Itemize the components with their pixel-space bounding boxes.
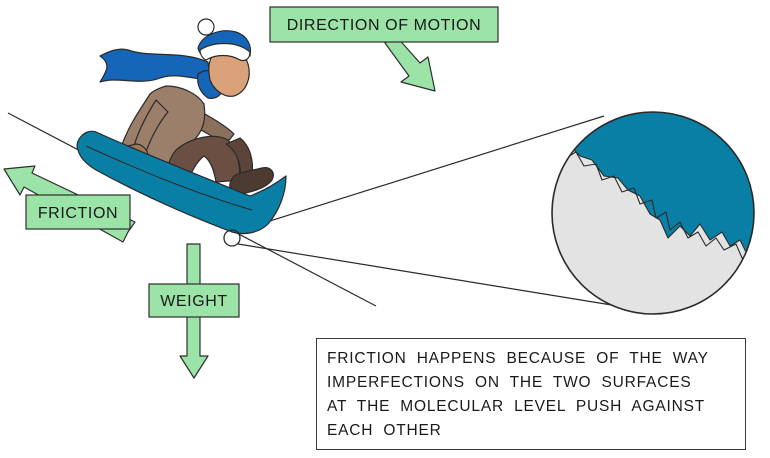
- caption-line: FRICTION HAPPENS BECAUSE OF THE WAY: [327, 350, 709, 367]
- magnified-circle-outline: [551, 111, 755, 315]
- explanation-box: FRICTION HAPPENS BECAUSE OF THE WAY IMPE…: [316, 338, 746, 450]
- sled-surface-zoomed: [552, 112, 754, 257]
- snow-surface-edge: [552, 149, 754, 263]
- direction-arrow: [384, 35, 436, 92]
- sled: [76, 130, 287, 235]
- scarf-tail: [99, 48, 211, 83]
- zoom-line-bottom: [237, 243, 631, 309]
- weight-label: WEIGHT: [148, 283, 240, 318]
- caption-line: EACH OTHER: [327, 422, 442, 439]
- friction-text: FRICTION: [38, 205, 118, 222]
- weight-text: WEIGHT: [160, 293, 228, 310]
- hat-pompom: [197, 18, 215, 36]
- magnified-surfaces: [552, 112, 754, 314]
- caption-line: AT THE MOLECULAR LEVEL PUSH AGAINST: [327, 398, 706, 415]
- contact-point-circle: [223, 229, 241, 247]
- hat-band: [199, 42, 251, 62]
- direction-of-motion-text: DIRECTION OF MOTION: [287, 17, 482, 34]
- direction-of-motion-label: DIRECTION OF MOTION: [269, 6, 499, 43]
- sled-rim: [85, 145, 253, 211]
- friction-label: FRICTION: [25, 194, 131, 230]
- caption-line: IMPERFECTIONS ON THE TWO SURFACES: [327, 374, 692, 391]
- zoom-line-top: [237, 115, 605, 232]
